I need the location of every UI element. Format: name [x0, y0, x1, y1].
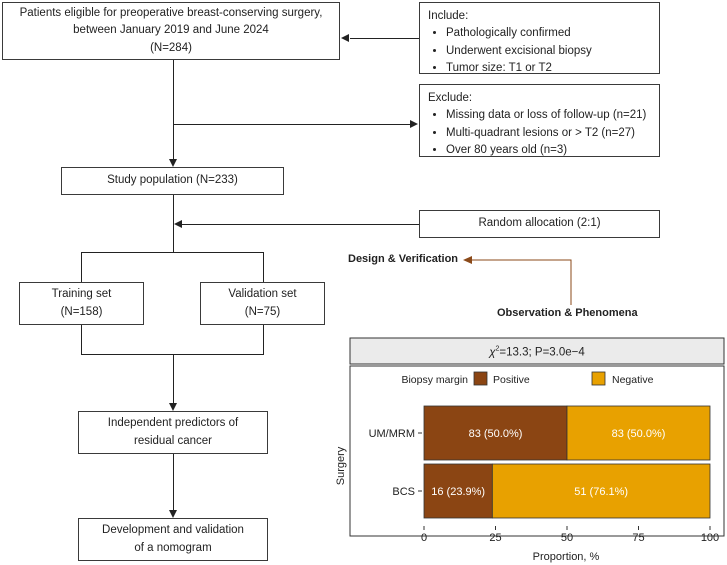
connector-line — [81, 325, 82, 355]
legend-label-positive: Positive — [493, 374, 530, 386]
patients-line3: (N=284) — [150, 41, 192, 54]
design-verification-label: Design & Verification — [348, 253, 459, 265]
include-item: Underwent excisional biopsy — [446, 43, 651, 60]
connector-line — [182, 224, 419, 225]
legend-swatch-positive — [473, 371, 488, 386]
x-tick-label: 75 — [632, 532, 644, 544]
x-tick-label: 50 — [561, 532, 573, 544]
connector-line — [263, 252, 264, 282]
validation-set-line2: (N=75) — [244, 305, 281, 318]
nomogram-line2: of a nomogram — [134, 541, 212, 554]
patients-box: Patients eligible for preoperative breas… — [2, 2, 340, 60]
include-item: Tumor size: T1 or T2 — [446, 60, 651, 77]
patients-line1: Patients eligible for preoperative breas… — [19, 7, 323, 20]
y-axis-title: Surgery — [335, 446, 347, 485]
arrow-left-icon — [341, 34, 349, 42]
include-item: Pathologically confirmed — [446, 25, 651, 42]
x-tick-label: 100 — [701, 532, 719, 544]
training-set-line1: Training set — [51, 288, 112, 301]
y-tick-label: UM/MRM — [369, 428, 415, 440]
connector-line — [173, 354, 174, 403]
include-list: Pathologically confirmed Underwent excis… — [428, 25, 651, 77]
bar-positive-1 — [423, 463, 493, 519]
arrow-down-icon — [169, 510, 177, 518]
connector-line — [350, 38, 419, 39]
connector-line — [81, 252, 264, 253]
x-tick-label: 0 — [421, 532, 427, 544]
bar-value-label: 83 (50.0%) — [469, 428, 523, 440]
arrow-left-icon — [463, 256, 472, 264]
validation-set-line1: Validation set — [228, 288, 297, 301]
predictors-line2: residual cancer — [134, 434, 212, 447]
connector-line — [81, 252, 82, 282]
bar-positive-0 — [423, 405, 568, 461]
include-title: Include: — [428, 10, 469, 22]
bar-negative-0 — [566, 405, 711, 461]
stat-header-text: χ2=13.3; P=3.0e−4 — [488, 346, 585, 359]
arrow-down-icon — [169, 403, 177, 411]
predictors-line1: Independent predictors of — [107, 417, 239, 430]
observation-arrow — [463, 256, 572, 305]
exclude-title: Exclude: — [428, 92, 473, 104]
connector-line — [173, 454, 174, 510]
stacked-bar-chart: χ2=13.3; P=3.0e−4 Biopsy margin Positive… — [335, 337, 725, 563]
bar-value-label: 83 (50.0%) — [612, 428, 666, 440]
x-axis-title: Proportion, % — [533, 551, 600, 563]
stat-header-strip — [349, 337, 725, 365]
observation-phenomena-label: Observation & Phenomena — [497, 307, 638, 319]
patients-line2: between January 2019 and June 2024 — [73, 24, 269, 37]
bar-value-label: 51 (76.1%) — [574, 486, 628, 498]
exclude-item: Over 80 years old (n=3) — [446, 142, 651, 159]
legend-title: Biopsy margin — [401, 374, 468, 386]
exclude-item: Multi-quadrant lesions or > T2 (n=27) — [446, 125, 651, 142]
random-allocation-label: Random allocation (2:1) — [478, 217, 601, 230]
nomogram-line1: Development and validation — [102, 524, 244, 537]
arrow-left-icon — [174, 220, 182, 228]
bar-value-label: 16 (23.9%) — [431, 486, 485, 498]
include-box: Include: Pathologically confirmed Underw… — [419, 2, 660, 74]
connector-line — [173, 195, 174, 252]
arrow-right-icon — [410, 120, 418, 128]
random-allocation-box: Random allocation (2:1) — [419, 210, 660, 238]
bar-negative-1 — [491, 463, 711, 519]
training-set-line2: (N=158) — [60, 305, 103, 318]
connector-line — [263, 325, 264, 355]
study-population-box: Study population (N=233) — [61, 167, 284, 195]
arrow-down-icon — [169, 159, 177, 167]
exclude-list: Missing data or loss of follow-up (n=21)… — [428, 107, 651, 159]
exclude-item: Missing data or loss of follow-up (n=21) — [446, 107, 651, 124]
connector-line — [173, 60, 174, 159]
legend-label-negative: Negative — [612, 374, 654, 386]
training-set-box: Training set (N=158) — [19, 282, 144, 325]
legend-swatch-negative — [591, 371, 606, 386]
validation-set-box: Validation set (N=75) — [200, 282, 325, 325]
connector-line — [173, 124, 410, 125]
y-tick-label: BCS — [392, 486, 415, 498]
exclude-box: Exclude: Missing data or loss of follow-… — [419, 84, 660, 157]
predictors-box: Independent predictors of residual cance… — [78, 411, 268, 454]
connector-line — [81, 354, 264, 355]
x-tick-label: 25 — [489, 532, 501, 544]
nomogram-box: Development and validation of a nomogram — [78, 518, 268, 561]
study-population-label: Study population (N=233) — [107, 174, 238, 187]
